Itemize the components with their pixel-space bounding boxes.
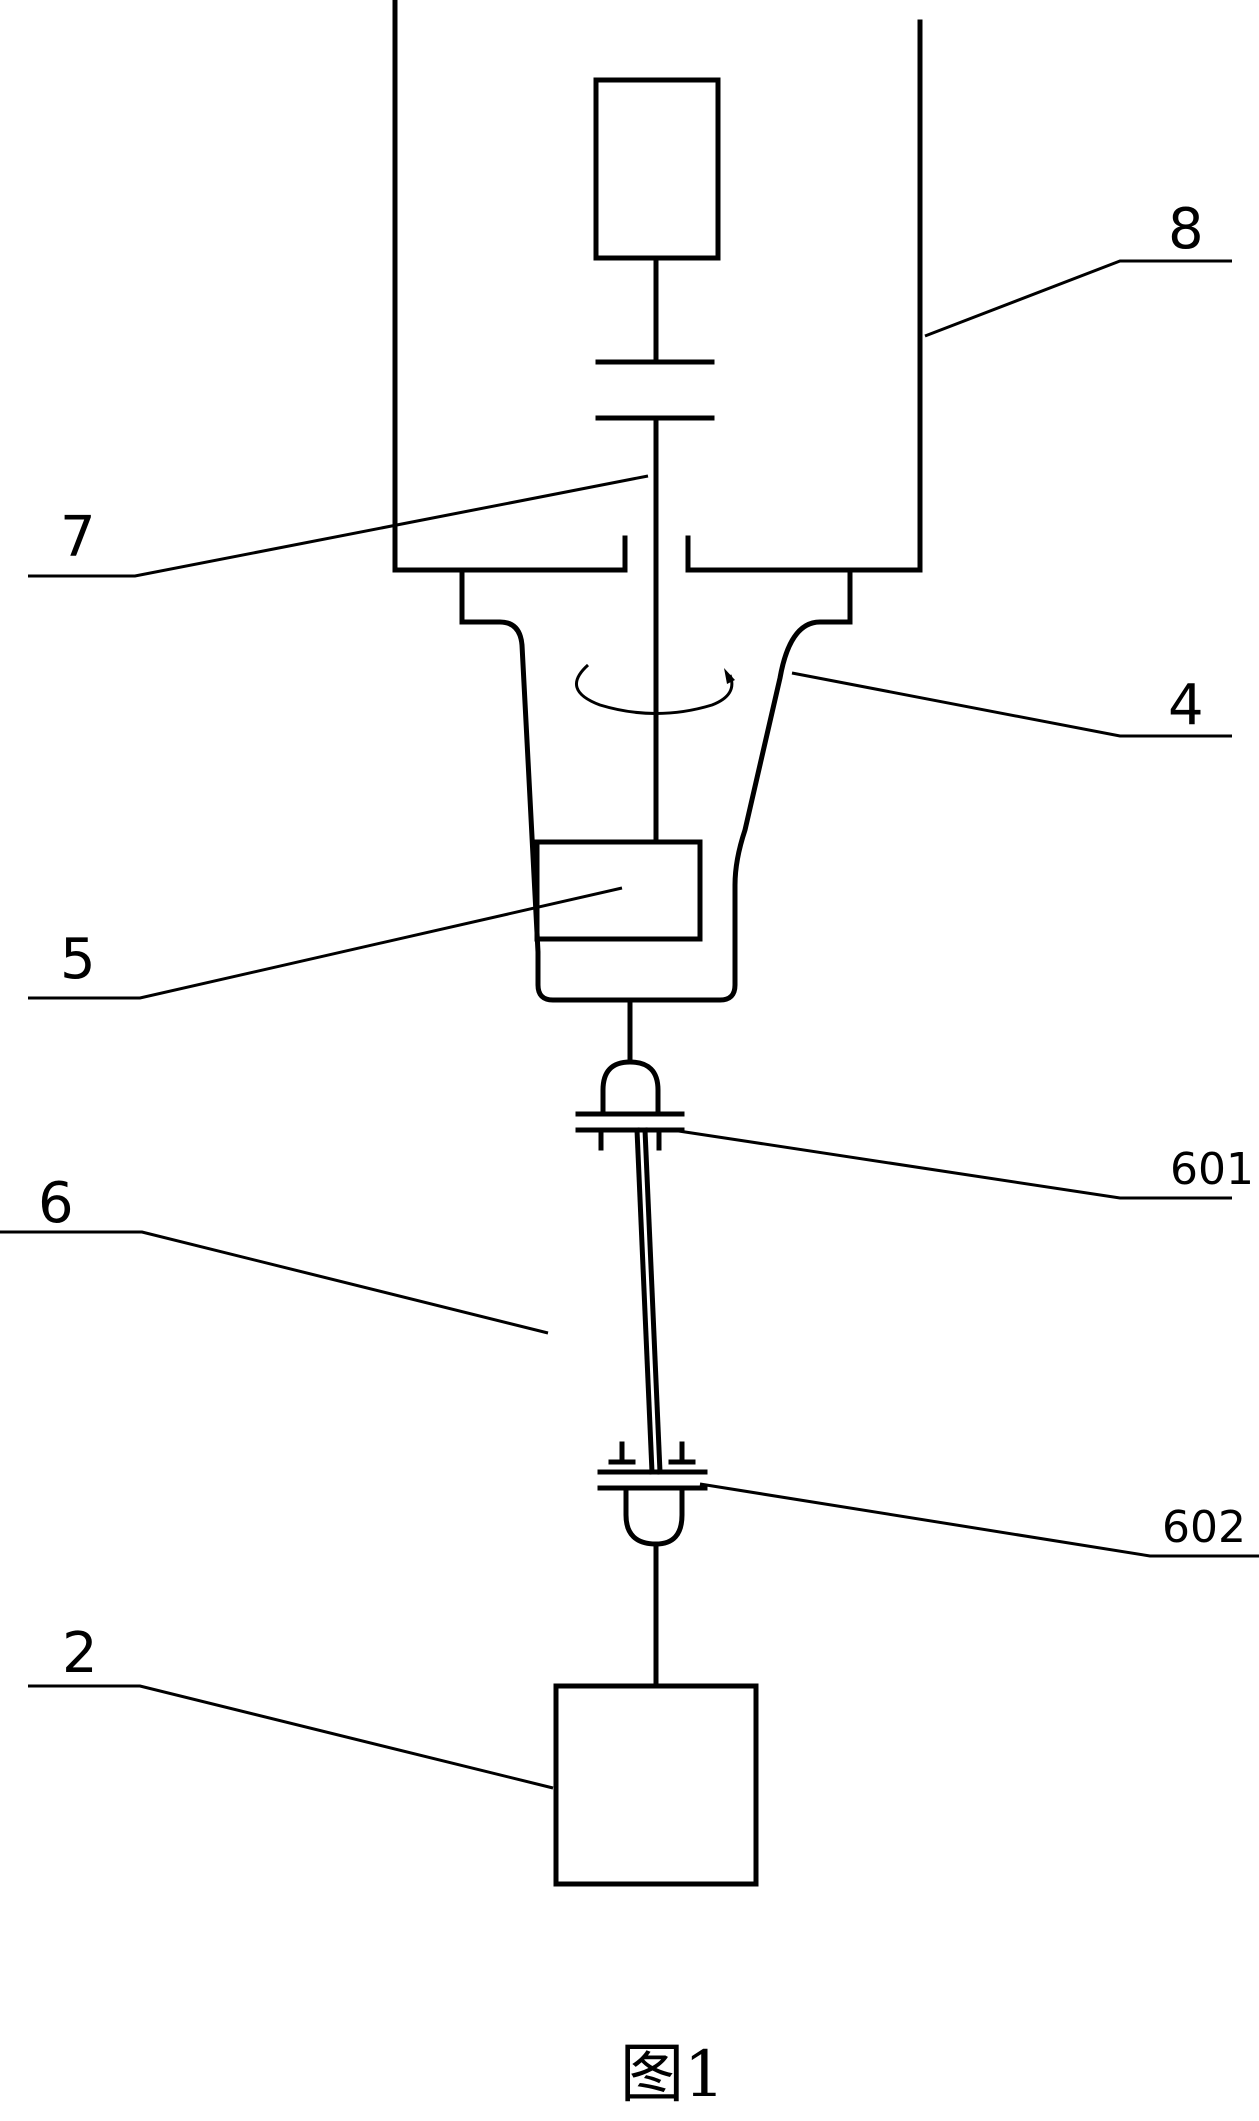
leader-4 bbox=[792, 673, 1232, 736]
leader-7 bbox=[28, 476, 648, 576]
label-5: 5 bbox=[60, 927, 96, 992]
motor-2 bbox=[556, 1686, 756, 1884]
label-4: 4 bbox=[1168, 673, 1204, 738]
leader-2 bbox=[28, 1686, 553, 1788]
coupling-plates bbox=[598, 362, 712, 418]
leader-601 bbox=[672, 1130, 1232, 1198]
label-2: 2 bbox=[62, 1621, 98, 1686]
block-5 bbox=[537, 842, 700, 939]
label-8: 8 bbox=[1168, 197, 1204, 262]
top-motor-box bbox=[596, 80, 718, 258]
label-601: 601 bbox=[1170, 1144, 1254, 1195]
label-6: 6 bbox=[38, 1171, 74, 1236]
figure-caption: 图1 bbox=[620, 2038, 725, 2112]
label-7: 7 bbox=[60, 505, 96, 570]
label-602: 602 bbox=[1162, 1502, 1246, 1553]
universal-joint-601 bbox=[578, 1062, 682, 1148]
leader-5 bbox=[28, 888, 622, 998]
leader-6 bbox=[0, 1232, 548, 1333]
leader-8 bbox=[925, 261, 1232, 336]
intermediate-shaft-6 bbox=[637, 1130, 660, 1472]
